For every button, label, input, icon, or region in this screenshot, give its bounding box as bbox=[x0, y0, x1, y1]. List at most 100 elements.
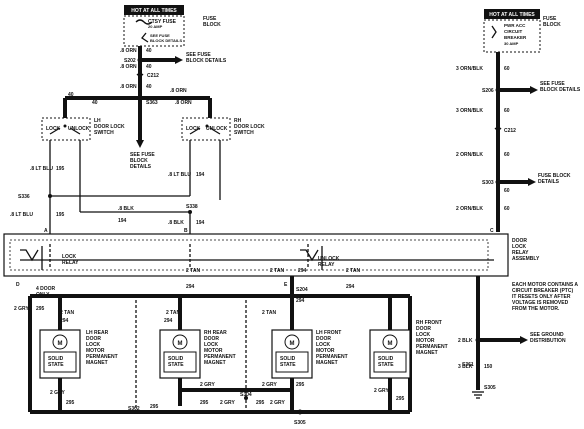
ptc-note: EACH MOTOR CONTAINS A CIRCUIT BREAKER (P… bbox=[512, 282, 578, 312]
solid-state-label: SOLID bbox=[48, 356, 64, 362]
orange-feed-circuit: .8 ORN 40 S202 SEE FUSE BLOCK DETAILS .8… bbox=[63, 46, 227, 170]
splice-s304-label: S304 bbox=[240, 392, 252, 398]
wire-label: 2 GRY bbox=[200, 382, 215, 388]
splice-s304 bbox=[244, 396, 248, 400]
rh-switch-lock: LOCK bbox=[186, 126, 201, 132]
wire-label: .8 ORN bbox=[120, 84, 137, 90]
door-lock-relay-assembly: A B C D E LOCK RELAY UNLOCK RELAY DOOR L… bbox=[3, 228, 540, 288]
breaker-label: PWR ACC bbox=[504, 23, 526, 28]
wire-number: 294 bbox=[296, 298, 305, 304]
ptc-note-line: EACH MOTOR CONTAINS A bbox=[512, 282, 578, 288]
wire-number: 195 bbox=[56, 212, 65, 218]
see-ground-label: SEE GROUND bbox=[530, 332, 564, 338]
solid-state-label-2: STATE bbox=[280, 362, 296, 368]
wire-number: 194 bbox=[118, 218, 127, 224]
splice-s206-label: S206 bbox=[482, 88, 494, 94]
motor-label: MAGNET bbox=[204, 360, 226, 366]
splice-s361-label: S361 bbox=[462, 362, 474, 368]
pin-c-label: C bbox=[490, 228, 494, 234]
wire-label: .8 BLK bbox=[118, 206, 134, 212]
relay-assembly-label-2: LOCK bbox=[512, 244, 527, 250]
motor-symbol: M bbox=[388, 341, 393, 347]
wire-number: 60 bbox=[504, 152, 510, 158]
orange-black-feed-circuit: 3 ORN/BLK 60 S206 SEE FUSE BLOCK DETAILS… bbox=[456, 52, 581, 232]
pin-e-label: E bbox=[284, 282, 288, 288]
wire-number: 150 bbox=[484, 364, 493, 370]
arrow-see-fuse-3 bbox=[530, 86, 538, 94]
splice-s303-label: S303 bbox=[482, 180, 494, 186]
ptc-note-line: IT RESETS ONLY AFTER bbox=[512, 294, 571, 300]
solid-state-label-2: STATE bbox=[168, 362, 184, 368]
motor-label: MOTOR bbox=[316, 348, 335, 354]
motor-symbol: M bbox=[178, 341, 183, 347]
lh-switch-label-2: DOOR LOCK bbox=[94, 124, 125, 130]
arrow-fuse-block-details bbox=[528, 178, 536, 186]
wire-number: 40 bbox=[146, 64, 152, 70]
wire-number: 294 bbox=[186, 284, 195, 290]
ground-s305-label: S305 bbox=[484, 385, 496, 391]
relay-assembly-label-4: ASSEMBLY bbox=[512, 256, 540, 262]
arrow-see-fuse bbox=[175, 56, 183, 64]
unlock-relay-label-2: RELAY bbox=[318, 262, 335, 268]
splice-s338-label: S338 bbox=[186, 204, 198, 210]
wire-label: 2 GRY bbox=[220, 400, 235, 406]
wire-number: 295 bbox=[296, 382, 305, 388]
motor-label: MOTOR bbox=[416, 338, 435, 344]
see-fuse-block-3b: BLOCK DETAILS bbox=[540, 87, 581, 93]
motor-symbol: M bbox=[290, 341, 295, 347]
four-door-only-label: 4 DOOR bbox=[36, 286, 56, 292]
wire-number: 40 bbox=[146, 84, 152, 90]
wire-number: 40 bbox=[146, 48, 152, 54]
rh-switch-label-3: SWITCH bbox=[234, 130, 254, 136]
rh-rear-motor: M SOLID STATE RH REAR DOOR LOCK MOTOR PE… bbox=[159, 329, 236, 379]
four-door-only-label-2: ONLY bbox=[36, 292, 50, 298]
relay-assembly-label-3: RELAY bbox=[512, 250, 529, 256]
wire-number: 40 bbox=[68, 92, 74, 98]
wire-label: 3 ORN/BLK bbox=[456, 108, 483, 114]
hot-at-all-times-label-right: HOT AT ALL TIMES bbox=[489, 12, 535, 18]
switch-to-relay-wiring: S336 .8 LT BLU 195 .8 BLK 194 S338 .8 BL… bbox=[10, 176, 221, 234]
motor-label: RH REAR bbox=[204, 330, 227, 336]
see-fuse-block-2b: BLOCK bbox=[130, 158, 148, 164]
motor-label: MOTOR bbox=[204, 348, 223, 354]
fuse-block-details-right-2: DETAILS bbox=[538, 179, 560, 185]
connector-c212-right-label: C212 bbox=[504, 128, 516, 134]
motor-label: DOOR bbox=[316, 336, 331, 342]
unlock-relay-label: UNLOCK bbox=[318, 256, 340, 262]
motor-label: DOOR bbox=[204, 336, 219, 342]
wire-label: 2 ORN/BLK bbox=[456, 206, 483, 212]
fuse-block-label-left: FUSE bbox=[203, 16, 217, 22]
left-power-source: HOT AT ALL TIMES CTSY FUSE 20 AMP SEE FU… bbox=[123, 5, 221, 47]
splice-s305-label: S305 bbox=[294, 420, 306, 426]
wire-number: 195 bbox=[56, 166, 65, 172]
motor-label: LH FRONT bbox=[316, 330, 341, 336]
connector-c212-left bbox=[136, 73, 144, 78]
see-fuse-block-2c: DETAILS bbox=[130, 164, 152, 170]
motor-label: PERMANENT bbox=[316, 354, 348, 360]
see-fuse-inline-2: BLOCK DETAILS bbox=[150, 38, 182, 43]
wire-label: .8 LT BLU bbox=[168, 172, 191, 178]
wire-number: 294 bbox=[164, 318, 173, 324]
rh-front-motor: M SOLID STATE RH FRONT DOOR LOCK MOTOR P… bbox=[369, 320, 448, 379]
solid-state-label-2: STATE bbox=[48, 362, 64, 368]
breaker-label-3: BREAKER bbox=[504, 35, 527, 40]
wire-number: 60 bbox=[504, 188, 510, 194]
splice-s202-label: S202 bbox=[124, 58, 136, 64]
rh-switch-label: RH bbox=[234, 118, 242, 124]
lock-relay-label: LOCK bbox=[62, 254, 77, 260]
pin-d-label: D bbox=[16, 282, 20, 288]
wire-label: 2 GRY bbox=[14, 306, 29, 312]
wire-label: 2 TAN bbox=[60, 310, 74, 316]
motor-wiring: 2 TAN 294 2 TAN 294 S204 2 TAN 294 2 TAN… bbox=[14, 268, 412, 426]
wire-label: 2 TAN bbox=[166, 310, 180, 316]
motor-label: PERMANENT bbox=[204, 354, 236, 360]
wire-label: .8 BLK bbox=[168, 220, 184, 226]
wire-label: .8 LT BLU bbox=[10, 212, 33, 218]
wire-number: 294 bbox=[298, 268, 307, 274]
see-fuse-block-1: SEE FUSE bbox=[186, 52, 211, 58]
wire-number: 295 bbox=[150, 404, 159, 410]
ptc-note-line: FROM THE MOTOR. bbox=[512, 306, 560, 312]
wire-number: 60 bbox=[504, 108, 510, 114]
wire-number: 60 bbox=[504, 206, 510, 212]
